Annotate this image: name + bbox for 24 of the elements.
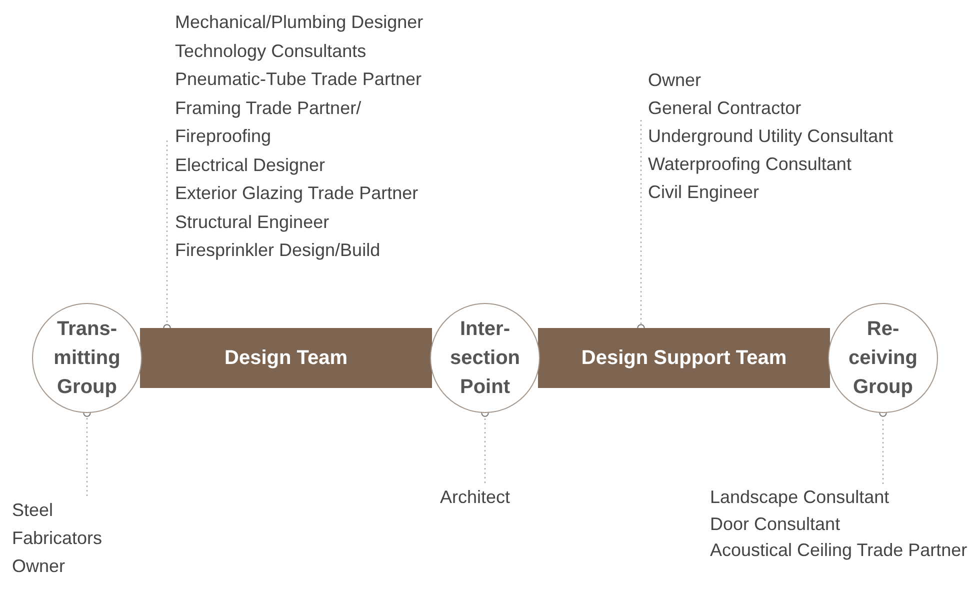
role-label: Acoustical Ceiling Trade Partner <box>710 539 968 562</box>
role-label: Door Consultant <box>710 512 842 536</box>
role-label: Technology Consultants <box>175 40 368 63</box>
group-circle: Re- ceiving Group <box>828 303 938 413</box>
role-label: Civil Engineer <box>648 181 760 204</box>
team-band: Design Team <box>140 328 432 388</box>
role-label: Framing Trade Partner/ Fireproofing <box>175 96 362 148</box>
role-label: Exterior Glazing Trade Partner <box>175 182 420 205</box>
role-label: Firesprinkler Design/Build <box>175 239 382 262</box>
role-label: Owner <box>648 69 702 92</box>
group-circle: Trans- mitting Group <box>32 303 142 413</box>
role-label: Architect <box>440 486 512 509</box>
role-label: General Contractor <box>648 97 802 120</box>
group-circle: Inter- section Point <box>430 303 540 413</box>
role-label: Owner <box>12 555 66 578</box>
role-label: Structural Engineer <box>175 210 330 234</box>
role-label: Pneumatic-Tube Trade Partner <box>175 68 422 91</box>
role-label: Landscape Consultant <box>710 486 890 509</box>
team-band: Design Support Team <box>538 328 830 388</box>
role-label: Electrical Designer <box>175 154 326 177</box>
role-label: Steel Fabricators <box>12 499 104 550</box>
role-label: Waterproofing Consultant <box>648 153 852 176</box>
role-label: Mechanical/Plumbing Designer <box>175 11 424 34</box>
role-label: Underground Utility Consultant <box>648 125 894 148</box>
